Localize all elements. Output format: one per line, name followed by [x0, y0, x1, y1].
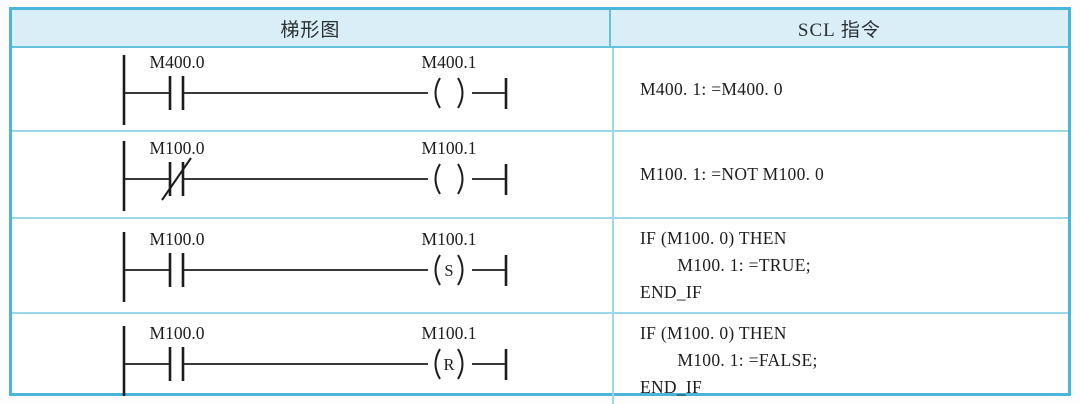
- ladder-diagram-cell: M400.0 M400.1: [12, 48, 614, 130]
- scl-code-cell: IF (M100. 0) THEN M100. 1: =FALSE; END_I…: [614, 314, 1068, 404]
- coil-label: M400.1: [422, 52, 477, 72]
- scl-code: IF (M100. 0) THEN M100. 1: =FALSE; END_I…: [640, 322, 818, 397]
- ladder-diagram-cell: M100.0 M100.1: [12, 132, 614, 217]
- scl-code: M400. 1: =M400. 0: [640, 78, 783, 99]
- contact-label: M100.0: [150, 138, 205, 158]
- column-header-scl: SCL 指令: [797, 19, 881, 41]
- ladder-diagram-cell: S M100.0 M100.1: [12, 219, 614, 312]
- table-row: R M100.0 M100.1 IF (M100. 0) THEN M100. 1: …: [12, 314, 1068, 404]
- coil-right-paren: [457, 348, 464, 380]
- coil-symbol-letter: R: [443, 355, 454, 374]
- scl-code: IF (M100. 0) THEN M100. 1: =TRUE; END_IF: [640, 228, 811, 302]
- scl-code-cell: M400. 1: =M400. 0: [614, 48, 1068, 130]
- coil-label: M100.1: [422, 323, 477, 343]
- column-header-ladder: 梯形图: [12, 10, 611, 46]
- scl-code: M100. 1: =NOT M100. 0: [640, 164, 825, 184]
- ladder-rung-diagram: R M100.0 M100.1: [122, 323, 508, 396]
- contact-label: M400.0: [150, 52, 205, 72]
- scl-code-cell: IF (M100. 0) THEN M100. 1: =TRUE; END_IF: [614, 219, 1068, 312]
- contact-label: M100.0: [150, 229, 205, 249]
- ladder-rung-diagram: S M100.0 M100.1: [122, 229, 508, 302]
- coil-left-paren: [434, 162, 441, 195]
- coil-left-paren: [434, 253, 441, 286]
- coil-right-paren: [457, 77, 464, 109]
- coil-symbol-letter: S: [444, 261, 453, 280]
- coil-left-paren: [434, 77, 441, 109]
- ladder-rung-diagram: M100.0 M100.1: [122, 138, 508, 211]
- table-row: S M100.0 M100.1 IF (M100. 0) THEN M100. 1: …: [12, 219, 1068, 314]
- contact-label: M100.0: [150, 323, 205, 343]
- ladder-rung-diagram: M400.0 M400.1: [122, 52, 508, 125]
- coil-left-paren: [434, 348, 441, 380]
- nc-contact-slash: [161, 156, 192, 201]
- coil-label: M100.1: [422, 138, 477, 158]
- ladder-diagram-cell: R M100.0 M100.1: [12, 314, 614, 404]
- coil-right-paren: [457, 253, 464, 286]
- scl-code-cell: M100. 1: =NOT M100. 0: [614, 132, 1068, 217]
- table-header-row: 梯形图 SCL 指令: [12, 10, 1068, 48]
- coil-right-paren: [457, 162, 464, 195]
- coil-label: M100.1: [422, 229, 477, 249]
